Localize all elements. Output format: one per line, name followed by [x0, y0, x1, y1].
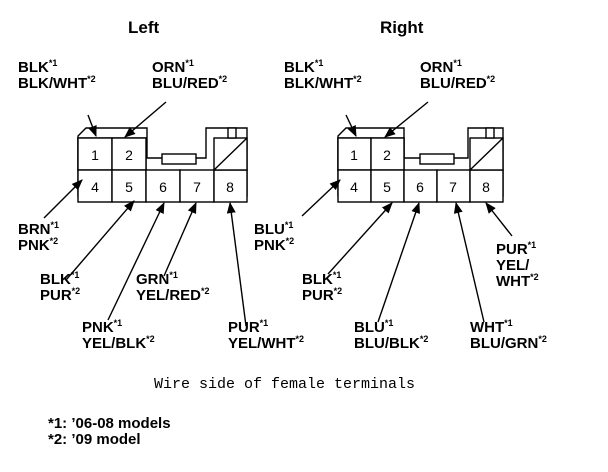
- right-wire-pin-5: BLK*1 PUR*2: [302, 270, 342, 304]
- left-pin-2: 2: [125, 147, 133, 163]
- svg-text:PUR*2: PUR*2: [40, 286, 80, 304]
- left-pin-4: 4: [91, 179, 99, 195]
- left-pin-1-leader: [87, 114, 97, 138]
- right-lock-tab: [419, 153, 455, 165]
- svg-text:WHT*1: WHT*1: [470, 318, 513, 336]
- caption: Wire side of female terminals: [154, 376, 415, 393]
- svg-text:YEL/WHT*2: YEL/WHT*2: [228, 334, 304, 352]
- right-pin-6: 6: [416, 179, 424, 195]
- svg-text:PNK*2: PNK*2: [254, 236, 294, 254]
- right-wire-pin-1: BLK*1 BLK/WHT*2: [284, 58, 362, 92]
- footnote-1: *1: ’06-08 models: [48, 415, 171, 432]
- svg-text:BLK*1: BLK*1: [302, 270, 341, 288]
- svg-text:BLK/WHT*2: BLK/WHT*2: [18, 74, 96, 92]
- right-wire-pin-6: BLU*1 BLU/BLK*2: [354, 318, 428, 352]
- right-pin-8-leader: [485, 202, 513, 237]
- left-pin-7: 7: [193, 179, 201, 195]
- svg-text:YEL/: YEL/: [496, 257, 530, 274]
- svg-text:ORN*1: ORN*1: [420, 58, 462, 76]
- svg-text:BLU/GRN*2: BLU/GRN*2: [470, 334, 547, 352]
- right-wire-pin-2: ORN*1 BLU/RED*2: [420, 58, 495, 92]
- right-wire-pin-4: BLU*1 PNK*2: [254, 220, 294, 254]
- svg-text:PUR*2: PUR*2: [302, 286, 342, 304]
- svg-text:BLU*1: BLU*1: [354, 318, 393, 336]
- svg-text:BLK*1: BLK*1: [18, 58, 57, 76]
- left-pin-8-leader: [226, 201, 247, 327]
- right-pin-4: 4: [350, 179, 358, 195]
- right-pin-4-leader: [301, 179, 341, 217]
- left-wire-pin-7: GRN*1 YEL/RED*2: [136, 270, 210, 304]
- svg-text:PUR*1: PUR*1: [228, 318, 268, 336]
- left-pin-1-cavity: [77, 137, 113, 171]
- left-pin-8-cavity: [213, 169, 248, 203]
- right-pin-5: 5: [383, 179, 391, 195]
- left-pin-5-leader: [65, 200, 135, 281]
- left-wire-pin-5: BLK*1 PUR*2: [40, 270, 80, 304]
- right-header: Right: [380, 18, 424, 37]
- svg-text:GRN*1: GRN*1: [136, 270, 178, 288]
- right-pin-8: 8: [482, 179, 490, 195]
- left-top-tab: [227, 127, 237, 139]
- right-pin-7: 7: [449, 179, 457, 195]
- left-pin-6: 6: [159, 179, 167, 195]
- svg-text:PNK*1: PNK*1: [82, 318, 122, 336]
- right-pin-2-leader: [384, 101, 429, 138]
- right-pin-2: 2: [383, 147, 391, 163]
- svg-text:BLU*1: BLU*1: [254, 220, 293, 238]
- left-pin-5: 5: [125, 179, 133, 195]
- svg-text:BLK*1: BLK*1: [284, 58, 323, 76]
- left-lock-tab: [161, 153, 197, 165]
- svg-text:WHT*2: WHT*2: [496, 272, 539, 290]
- svg-text:YEL/BLK*2: YEL/BLK*2: [82, 334, 155, 352]
- svg-text:PNK*2: PNK*2: [18, 236, 58, 254]
- svg-text:BRN*1: BRN*1: [18, 220, 59, 238]
- left-header: Left: [128, 18, 160, 37]
- left-pin-7-leader: [163, 201, 197, 277]
- right-blank-cavity-mark: [469, 137, 504, 171]
- left-wire-pin-4: BRN*1 PNK*2: [18, 220, 59, 254]
- left-pin-4-leader: [43, 179, 83, 219]
- left-wire-pin-6: PNK*1 YEL/BLK*2: [82, 318, 155, 352]
- left-pin-2-leader: [124, 101, 167, 138]
- right-pin-7-cavity: [436, 169, 471, 203]
- right-pin-8-cavity: [469, 169, 504, 203]
- right-pin-6-leader: [377, 201, 420, 323]
- right-wire-pin-7: WHT*1 BLU/GRN*2: [470, 318, 547, 352]
- svg-text:BLU/BLK*2: BLU/BLK*2: [354, 334, 428, 352]
- svg-text:BLU/RED*2: BLU/RED*2: [152, 74, 227, 92]
- right-pin-5-leader: [327, 202, 393, 275]
- svg-text:BLU/RED*2: BLU/RED*2: [420, 74, 495, 92]
- right-pin-1: 1: [350, 147, 358, 163]
- svg-text:BLK*1: BLK*1: [40, 270, 79, 288]
- left-pin-1: 1: [91, 147, 99, 163]
- left-connector: 1 2 4 5 6 7 8: [77, 127, 248, 203]
- footnote-2: *2: ’09 model: [48, 431, 141, 448]
- left-wire-pin-1: BLK*1 BLK/WHT*2: [18, 58, 96, 92]
- svg-text:PUR*1: PUR*1: [496, 240, 536, 258]
- left-pin-8: 8: [226, 179, 234, 195]
- left-wire-pin-8: PUR*1 YEL/WHT*2: [228, 318, 304, 352]
- right-connector: 1 2 4 5 6 7 8: [337, 127, 504, 203]
- right-pin-6-cavity: [403, 169, 438, 203]
- svg-text:BLK/WHT*2: BLK/WHT*2: [284, 74, 362, 92]
- svg-text:ORN*1: ORN*1: [152, 58, 194, 76]
- left-pin-6-leader: [107, 201, 165, 321]
- right-wire-pin-8: PUR*1 YEL/ WHT*2: [496, 240, 539, 290]
- left-blank-cavity-mark: [213, 137, 248, 171]
- right-pin-7-leader: [453, 201, 485, 323]
- right-top-tab: [485, 127, 495, 139]
- right-pin-5-cavity: [370, 169, 405, 203]
- svg-text:YEL/RED*2: YEL/RED*2: [136, 286, 210, 304]
- left-wire-pin-2: ORN*1 BLU/RED*2: [152, 58, 227, 92]
- right-pin-1-leader: [345, 114, 357, 138]
